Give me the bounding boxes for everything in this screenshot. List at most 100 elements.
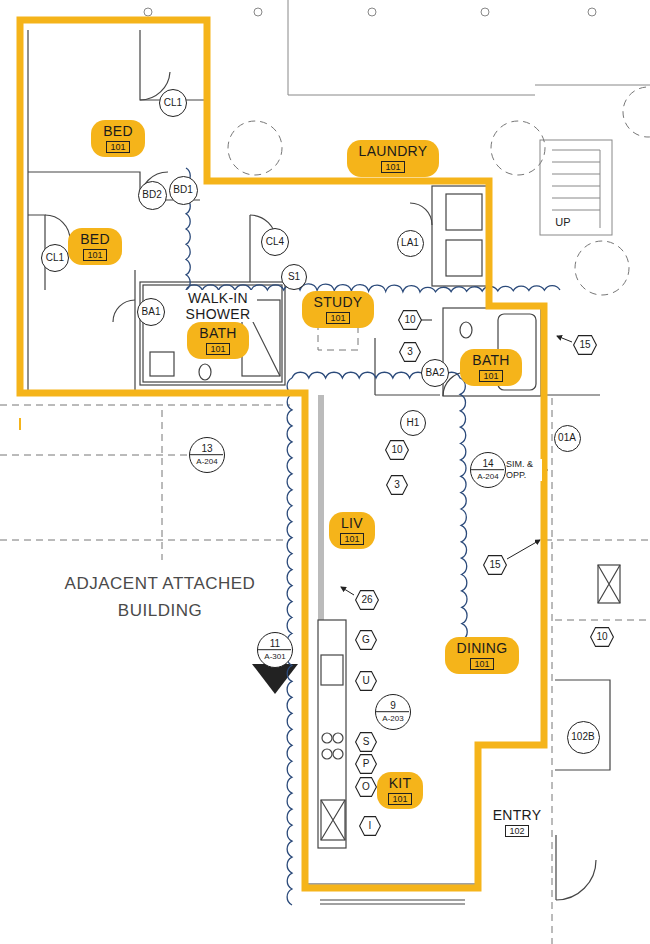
tag-code: 10 [391, 444, 402, 456]
hexagon-outline [387, 476, 408, 495]
sheet-number: A-204 [471, 470, 505, 488]
tag-code: 10 [596, 631, 607, 643]
toilet [460, 322, 472, 338]
tag-code: U [362, 675, 369, 687]
door-swing [45, 215, 70, 240]
sink [150, 352, 174, 376]
section-divider [190, 454, 223, 455]
wall-fill [318, 395, 324, 620]
tag-code: CL1 [46, 252, 64, 264]
keynote-hexagon: 10 [590, 627, 614, 647]
building-outline [535, 85, 650, 86]
dashed-line [162, 410, 163, 560]
unit-tick [19, 418, 21, 430]
leader-line [557, 336, 572, 342]
hexagon-outline [356, 631, 377, 650]
hexagon-outline [356, 755, 377, 774]
room-number: 101 [326, 312, 349, 324]
dashed-line [0, 405, 290, 406]
hexagon-outline [400, 343, 421, 362]
grid-marker [368, 8, 376, 16]
dashed-line [555, 620, 650, 621]
grid-marker [144, 8, 152, 16]
tag-code: BA2 [426, 367, 445, 379]
tag-code: 15 [489, 559, 500, 571]
dashed-outlines [0, 87, 650, 944]
fixture [598, 565, 620, 603]
laundry-wall [432, 186, 488, 286]
keynote-hexagon: 15 [573, 335, 597, 355]
keynote-hexagon: U [355, 671, 377, 691]
stair [540, 140, 612, 235]
highlight: LIV101 [329, 512, 375, 549]
burner [322, 733, 332, 743]
building-context [144, 0, 650, 235]
highlight: BATH101 [460, 349, 522, 386]
hexagon-outline [591, 628, 614, 647]
dashed-circle [575, 241, 629, 295]
room-tag: BED101 [68, 228, 122, 265]
tag-circle: CL1 [159, 89, 187, 117]
keynote-hexagon: P [355, 754, 377, 774]
keynote-hexagon: O [355, 777, 377, 797]
leaders [252, 320, 572, 694]
door-swing [410, 203, 432, 225]
revision-cloud [292, 372, 467, 640]
room-name: KIT [387, 775, 414, 791]
revision-cloud [186, 168, 560, 292]
tag-code: 15 [579, 339, 590, 351]
sheet-number: A-301 [258, 650, 292, 668]
dashed-line [0, 455, 188, 456]
washer [446, 194, 482, 230]
counter [318, 620, 346, 848]
dashed-line [0, 540, 290, 541]
burner [322, 749, 332, 759]
room-tag: BED101 [91, 120, 145, 157]
tag-circle: CL4 [261, 228, 289, 256]
fixture [598, 565, 620, 603]
tag-circle: 01A [554, 425, 581, 452]
keynote-hexagon: I [359, 816, 381, 836]
plan-label: UP [555, 216, 570, 228]
dashed-circle [228, 121, 282, 175]
wall [555, 835, 556, 900]
room-tag: ENTRY102 [491, 807, 544, 837]
bath-wall [143, 285, 282, 382]
highlight: BATH101 [187, 322, 249, 359]
keynote-hexagon: 26 [355, 590, 379, 610]
tag-code: CL1 [164, 97, 182, 109]
tag-code: 01A [558, 432, 576, 444]
hexagon-outline [356, 672, 377, 691]
room-tag: LIV101 [329, 512, 375, 549]
wall [27, 30, 28, 390]
tag-code: P [363, 758, 370, 770]
keynote-hexagon: S [355, 732, 377, 752]
wall [305, 883, 478, 884]
room-name: BATH [197, 325, 239, 341]
bath-wall [140, 282, 285, 385]
burner [333, 749, 343, 759]
keynote-hexagon: 3 [399, 342, 421, 362]
tag-circle: LA1 [397, 230, 424, 257]
room-number: 101 [340, 533, 363, 545]
dashed-line [545, 540, 650, 541]
sink [321, 655, 343, 685]
keynote-hexagon: 3 [386, 475, 408, 495]
sheet-number: A-203 [376, 712, 410, 730]
tag-code: BD1 [173, 184, 192, 196]
walls [28, 30, 620, 904]
tag-circle: BA2 [421, 359, 449, 387]
keynote-hexagon: 10 [398, 310, 422, 330]
room-tag: KIT101 [377, 772, 424, 809]
window [320, 900, 465, 904]
room-number: 102 [505, 825, 528, 837]
hexagon-outline [356, 591, 379, 610]
tag-circle: BA1 [137, 298, 165, 326]
tag-code: S1 [288, 271, 300, 283]
tag-code: LA1 [401, 237, 419, 249]
room-tag: LAUNDRY101 [347, 140, 440, 177]
unit-outline [20, 20, 544, 888]
hexagon-outline [356, 778, 377, 797]
hexagon-outline [356, 733, 377, 752]
